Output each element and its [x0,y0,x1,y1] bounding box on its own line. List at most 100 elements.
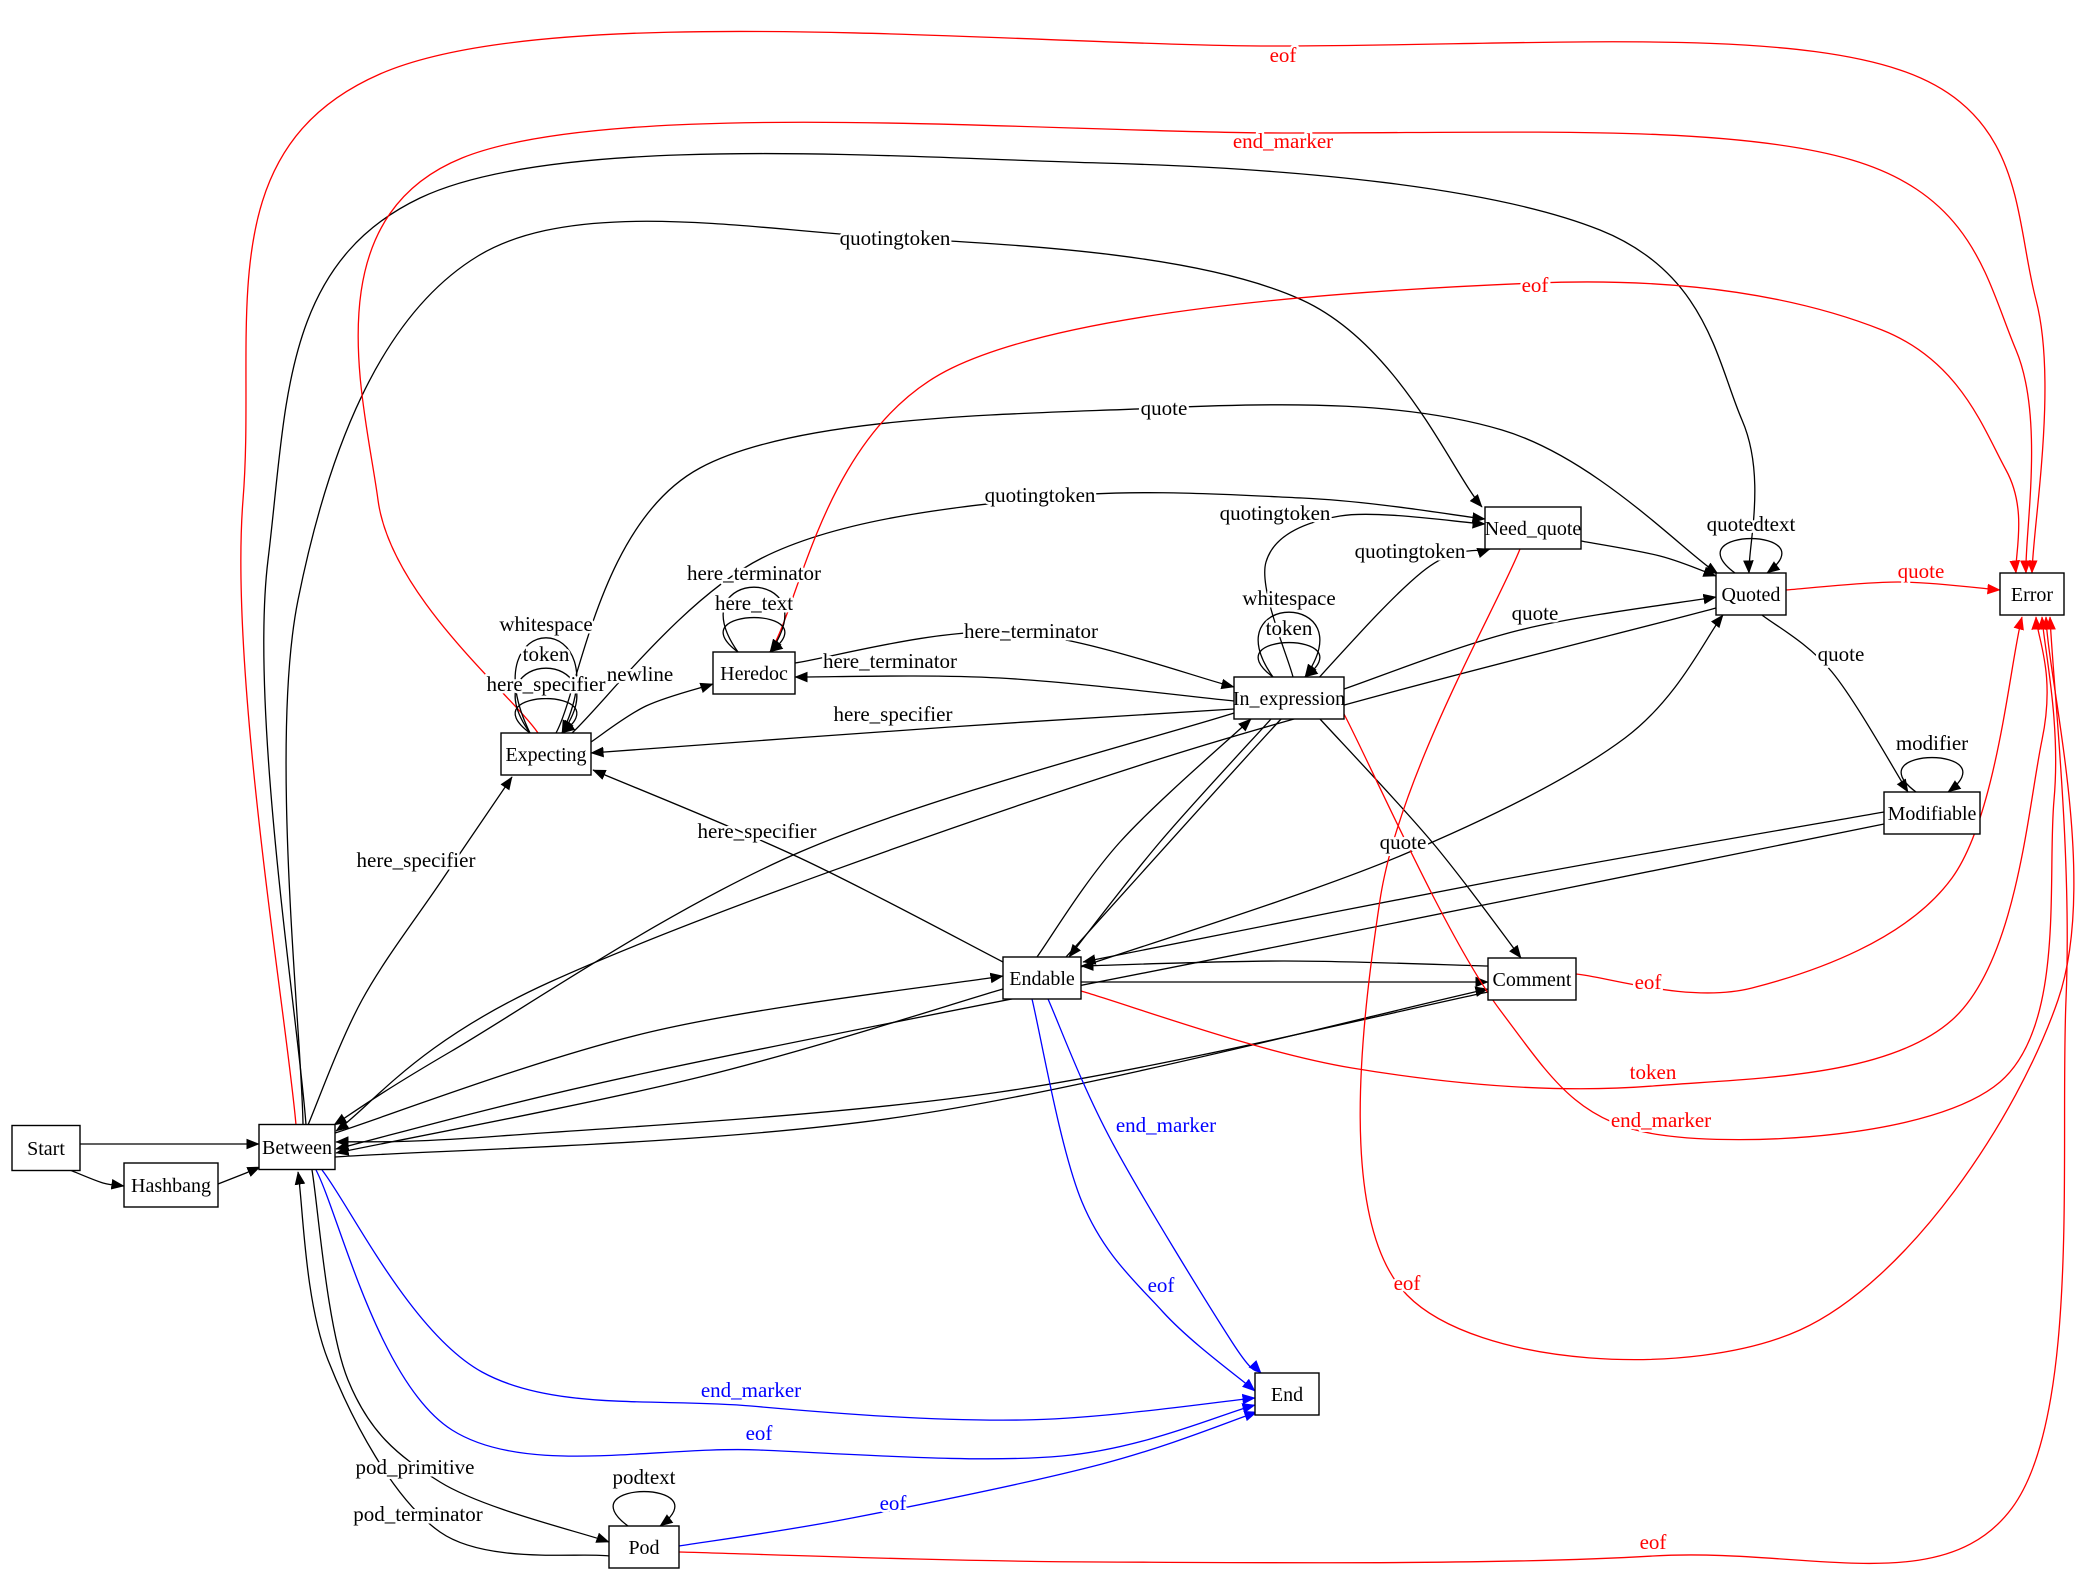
edge-heredoc-in_expression-here_terminator [794,630,1235,690]
edge-in_expression-between [333,712,1235,1126]
self-loop-pod-podtext [612,1490,676,1527]
node-label-quoted: Quoted [1722,584,1781,606]
node-box-end [1254,1372,1320,1416]
edge-expecting-error-end_marker [357,121,2033,734]
edges-layer [69,30,2075,1565]
edge-pod-end-eof [678,1410,1258,1547]
node-heredoc: Heredoc [712,651,796,695]
edge-quoted-error-quote [1785,581,2001,595]
edge-in_expression-endable [1068,718,1272,958]
node-box-hashbang [123,1162,219,1208]
node-end: End [1254,1372,1320,1416]
node-box-modifiable [1883,791,1981,835]
edge-endable-error-token [1080,616,2048,1090]
edge-endable-end-eof [1031,998,1256,1392]
node-label-endable: Endable [1009,968,1075,990]
node-box-quoted [1715,572,1787,616]
node-between: Between [258,1123,336,1171]
node-label-heredoc: Heredoc [720,663,788,685]
edge-label: token [1630,1060,1677,1084]
edge-pod-between-pod_terminator [294,1171,610,1557]
edge-label: eof [1635,970,1662,994]
edge-label: quotingtoken [1355,539,1466,563]
self-loop-expecting-here_specifier [514,697,578,734]
edge-label: quotingtoken [1220,501,1331,525]
edge-endable-expecting-here_specifier [592,769,1004,963]
node-label-error: Error [2011,584,2054,606]
edge-endable-quoted-quote [1080,614,1724,968]
edge-label: podtext [613,1465,676,1489]
edge-label: eof [1270,43,1297,67]
edge-hashbang-between [217,1166,261,1185]
edge-between-expecting-here_specifier [307,776,513,1126]
edge-label: quote [1512,601,1559,625]
edge-label: quote [1898,559,1945,583]
edge-between-quoted [263,152,1756,1126]
node-label-need_quote: Need_quote [1485,518,1582,540]
node-endable: Endable [1002,956,1082,1000]
edge-endable-end-end_marker [1047,998,1262,1374]
edge-label: newline [607,662,673,686]
node-modifiable: Modifiable [1883,791,1981,835]
node-box-in_expression [1233,676,1345,720]
edge-quoted-between [335,607,1717,1132]
edge-label: pod_primitive [356,1455,475,1479]
node-comment: Comment [1487,957,1577,1001]
self-loop-expecting-token [514,667,578,734]
node-label-modifiable: Modifiable [1888,803,1977,825]
edge-in_expression-expecting-here_specifier [590,708,1235,758]
node-box-expecting [500,732,592,776]
edge-label: eof [1640,1530,1667,1554]
self-loop-heredoc-here_terminator [722,586,786,653]
node-box-pod [608,1525,680,1569]
edge-need_quote-error-eof [1359,548,2075,1361]
node-label-end: End [1271,1384,1303,1406]
edge-need_quote-quoted [1580,540,1717,577]
node-box-between [258,1123,336,1171]
edge-comment-error-eof [1575,616,2024,994]
self-loop-heredoc-here_text [722,616,786,653]
edge-start-hashbang [69,1169,125,1190]
edge-between-end-eof [315,1169,1256,1460]
node-need_quote: Need_quote [1484,506,1582,550]
node-in_expression: In_expression [1233,676,1345,720]
edge-endable-between [335,988,1004,1156]
node-label-comment: Comment [1493,969,1572,991]
edge-expecting-need_quote-quotingtoken [571,492,1486,734]
edge-label: end_marker [1116,1113,1216,1137]
edge-label: eof [1394,1271,1421,1295]
edge-label: here_terminator [964,619,1098,643]
edge-label: eof [1522,273,1549,297]
edge-label: here_specifier [357,848,476,872]
edge-modifiable-endable [1082,811,1885,965]
node-box-start [11,1124,81,1172]
edge-in_expression-quoted-quote [1343,593,1717,690]
edge-between-pod-pod_primitive [311,1169,610,1543]
edge-pod-error-eof [678,616,2068,1565]
edge-label: here_specifier [834,702,953,726]
node-label-pod: Pod [628,1537,659,1559]
edge-label: pod_terminator [353,1502,482,1526]
edge-between-end-end_marker [321,1169,1256,1421]
edge-label: modifier [1896,731,1968,755]
edge-comment-endable [1080,960,1489,972]
edge-label: here_text [715,591,793,615]
edge-label: end_marker [701,1378,801,1402]
self-loop-modifiable-modifier [1900,756,1964,793]
edge-label: quotingtoken [840,226,951,250]
edge-label: whitespace [1242,586,1335,610]
node-pod: Pod [608,1525,680,1569]
edge-expecting-quoted-quote [555,404,1719,734]
edge-label: quotedtext [1707,512,1796,536]
node-hashbang: Hashbang [123,1162,219,1208]
edge-label: here_terminator [823,649,957,673]
edge-between-error-eof [240,30,2046,1126]
node-label-expecting: Expecting [505,744,586,766]
edge-label: quote [1141,396,1188,420]
edge-in_expression-heredoc-here_terminator [794,671,1235,702]
edge-label: whitespace [499,612,592,636]
node-expecting: Expecting [500,732,592,776]
edge-between-need_quote-quotingtoken [285,220,1483,1126]
edge-in_expression-need_quote-quotingtoken [1264,513,1486,678]
